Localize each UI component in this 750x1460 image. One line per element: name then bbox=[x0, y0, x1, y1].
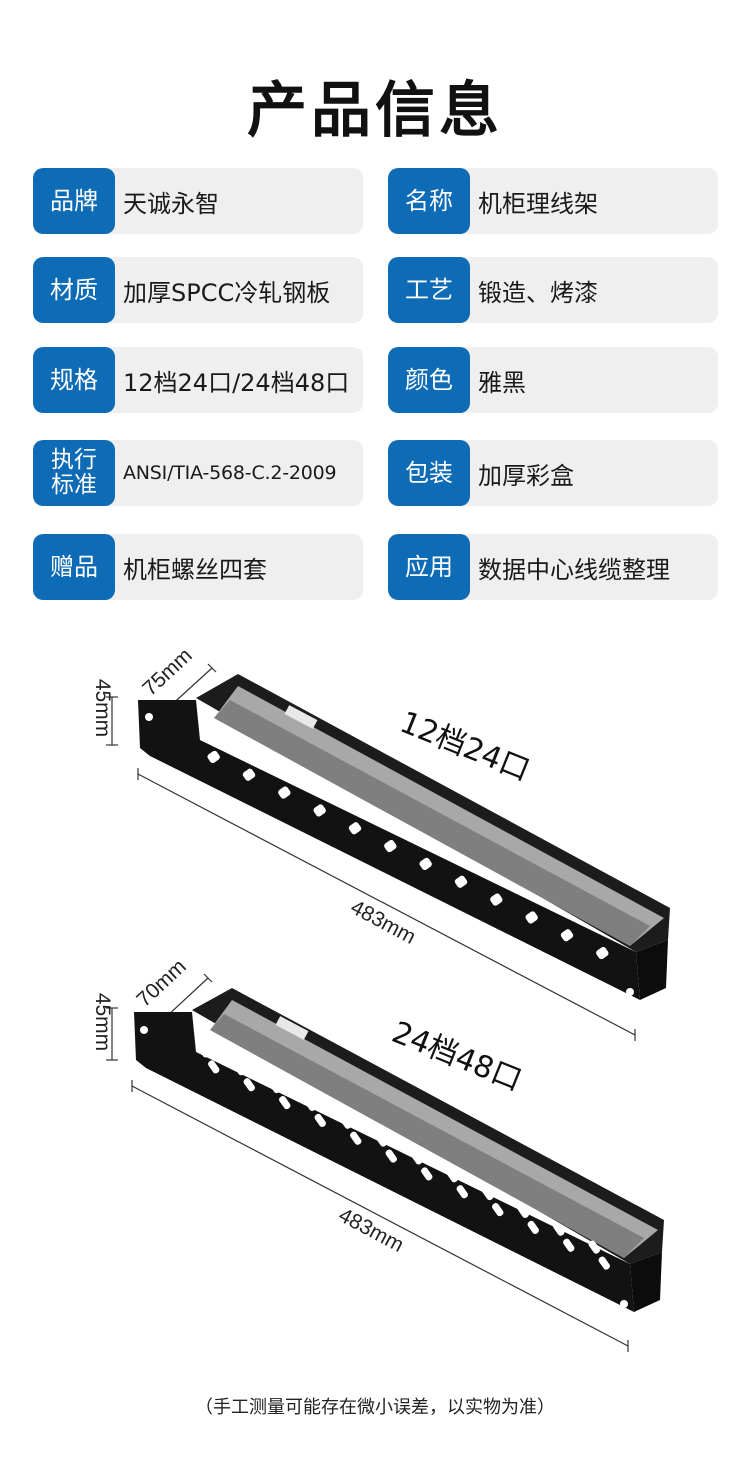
dim-length: 483mm bbox=[347, 896, 420, 949]
spec-label: 应用 bbox=[388, 534, 470, 600]
spec-standard: 执行 标准 ANSI/TIA-568-C.2-2009 bbox=[33, 440, 363, 506]
slot bbox=[375, 1133, 387, 1147]
spec-value: 雅黑 bbox=[478, 368, 526, 397]
slot-group bbox=[207, 750, 609, 960]
slot bbox=[314, 1113, 326, 1127]
slot bbox=[313, 804, 326, 817]
slot bbox=[598, 1256, 610, 1270]
logo-plate bbox=[275, 1016, 309, 1040]
spec-name: 名称 机柜理线架 bbox=[388, 168, 718, 234]
slot bbox=[348, 822, 362, 835]
spec-row: 材质 加厚SPCC冷轧钢板 工艺 锻造、烤漆 bbox=[33, 257, 718, 323]
slot bbox=[560, 929, 574, 942]
slot bbox=[269, 1080, 281, 1094]
spec-label: 颜色 bbox=[388, 347, 470, 413]
spec-value: 加厚彩盒 bbox=[478, 461, 574, 490]
slot bbox=[527, 1220, 539, 1234]
spec-value: 机柜理线架 bbox=[478, 189, 598, 218]
slot bbox=[243, 1078, 255, 1092]
spec-material: 材质 加厚SPCC冷轧钢板 bbox=[33, 257, 363, 323]
slot bbox=[384, 840, 397, 853]
slot bbox=[350, 1131, 362, 1145]
slot bbox=[421, 1167, 433, 1181]
spec-value: 锻造、烤漆 bbox=[478, 278, 598, 307]
screw-hole bbox=[626, 988, 634, 996]
spec-label: 材质 bbox=[33, 257, 115, 323]
slot bbox=[198, 1044, 210, 1058]
spec-label: 执行 标准 bbox=[33, 440, 115, 506]
spec-label: 规格 bbox=[33, 347, 115, 413]
spec-color: 颜色 雅黑 bbox=[388, 347, 718, 413]
slot bbox=[454, 875, 468, 888]
spec-row: 品牌 天诚永智 名称 机柜理线架 bbox=[33, 168, 718, 234]
slot-group bbox=[198, 1044, 610, 1270]
slot bbox=[411, 1151, 423, 1165]
slot bbox=[242, 768, 256, 781]
spec-process: 工艺 锻造、烤漆 bbox=[388, 257, 718, 323]
dim-depth: 70mm bbox=[132, 955, 190, 1012]
slot bbox=[208, 1060, 220, 1074]
spec-size: 规格 12档24口/24档48口 bbox=[33, 347, 363, 413]
screw-hole bbox=[140, 1026, 148, 1034]
slot bbox=[456, 1185, 468, 1199]
spec-brand: 品牌 天诚永智 bbox=[33, 168, 363, 234]
slot bbox=[279, 1096, 291, 1110]
screw-hole bbox=[145, 713, 153, 721]
spec-value: 加厚SPCC冷轧钢板 bbox=[123, 278, 331, 307]
spec-gift: 赠品 机柜螺丝四套 bbox=[33, 534, 363, 600]
slot bbox=[233, 1062, 245, 1076]
product-diagram: 45mm 75mm 483mm 12档24口 45mm 70mm bbox=[91, 644, 670, 1352]
slot bbox=[207, 750, 220, 763]
footnote: （手工测量可能存在微小误差，以实物为准） bbox=[195, 1397, 555, 1418]
slot bbox=[490, 893, 503, 906]
cable-manager-24: 45mm 70mm 483mm 24档48口 bbox=[91, 955, 664, 1352]
slot bbox=[563, 1238, 575, 1252]
spec-row: 规格 12档24口/24档48口 颜色 雅黑 bbox=[33, 347, 718, 413]
slot bbox=[304, 1097, 316, 1111]
slot bbox=[553, 1222, 565, 1236]
spec-value: ANSI/TIA-568-C.2-2009 bbox=[123, 462, 337, 484]
slot bbox=[492, 1203, 504, 1217]
spec-value: 12档24口/24档48口 bbox=[123, 368, 350, 397]
spec-value: 天诚永智 bbox=[123, 189, 219, 218]
spec-row: 执行 标准 ANSI/TIA-568-C.2-2009 包装 加厚彩盒 bbox=[33, 440, 718, 506]
spec-application: 应用 数据中心线缆整理 bbox=[388, 534, 718, 600]
slot bbox=[278, 786, 291, 799]
slot bbox=[517, 1204, 529, 1218]
slot bbox=[385, 1149, 397, 1163]
slot bbox=[482, 1187, 494, 1201]
spec-package: 包装 加厚彩盒 bbox=[388, 440, 718, 506]
slot bbox=[588, 1240, 600, 1254]
spec-label: 名称 bbox=[388, 168, 470, 234]
page-title: 产品信息 bbox=[247, 76, 503, 146]
dim-height: 45mm bbox=[91, 679, 114, 737]
spec-label: 赠品 bbox=[33, 534, 115, 600]
logo-plate bbox=[284, 705, 318, 729]
front-panel bbox=[134, 1012, 634, 1312]
screw-hole bbox=[620, 1300, 628, 1308]
cable-manager-12: 45mm 75mm 483mm 12档24口 bbox=[91, 644, 670, 1041]
spec-label: 包装 bbox=[388, 440, 470, 506]
dim-height: 45mm bbox=[91, 993, 114, 1051]
slot bbox=[419, 857, 432, 870]
spec-row: 赠品 机柜螺丝四套 应用 数据中心线缆整理 bbox=[33, 534, 718, 600]
slot bbox=[596, 947, 609, 960]
slot bbox=[446, 1169, 458, 1183]
spec-label: 品牌 bbox=[33, 168, 115, 234]
spec-value: 数据中心线缆整理 bbox=[478, 555, 670, 584]
slot bbox=[340, 1115, 352, 1129]
spec-label: 工艺 bbox=[388, 257, 470, 323]
slot bbox=[525, 911, 538, 924]
dim-depth: 75mm bbox=[138, 644, 196, 701]
spec-value: 机柜螺丝四套 bbox=[123, 555, 267, 584]
